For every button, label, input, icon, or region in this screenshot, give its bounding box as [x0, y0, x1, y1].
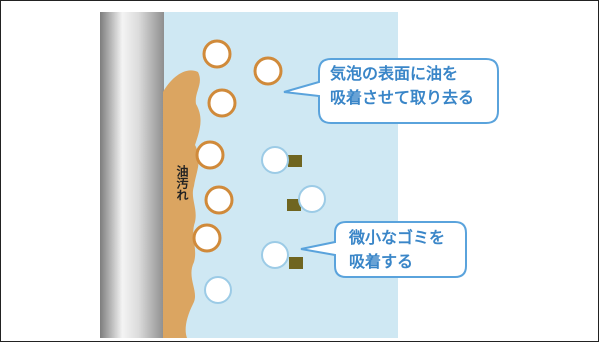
oil-bubble [202, 39, 232, 69]
dust-particle [288, 155, 302, 167]
dust-particle [287, 199, 301, 211]
oil-stain-label: 油汚れ [175, 165, 189, 201]
clean-bubble [204, 276, 232, 304]
dust-callout-bubble [300, 221, 467, 278]
oil-bubble [195, 140, 225, 170]
dust-callout-line-1: 微小なゴミを [349, 228, 446, 247]
oil-callout-text: 気泡の表面に油を 吸着させて取り去る [330, 62, 474, 110]
oil-bubble [192, 223, 222, 253]
clean-bubble [261, 146, 289, 174]
dust-particle [289, 257, 303, 269]
oil-callout-line-2: 吸着させて取り去る [330, 88, 475, 107]
pipe-wall [100, 12, 164, 338]
dust-callout-line-2: 吸着する [349, 252, 414, 271]
oil-bubble [204, 185, 234, 215]
oil-stain [163, 70, 201, 339]
oil-bubble [253, 56, 283, 86]
dust-callout-text: 微小なゴミを 吸着する [349, 226, 445, 274]
oil-callout-bubble [283, 58, 499, 124]
clean-bubble [261, 241, 289, 269]
clean-bubble [298, 185, 326, 213]
oil-callout-line-1: 気泡の表面に油を [330, 64, 459, 83]
oil-bubble [207, 88, 237, 118]
